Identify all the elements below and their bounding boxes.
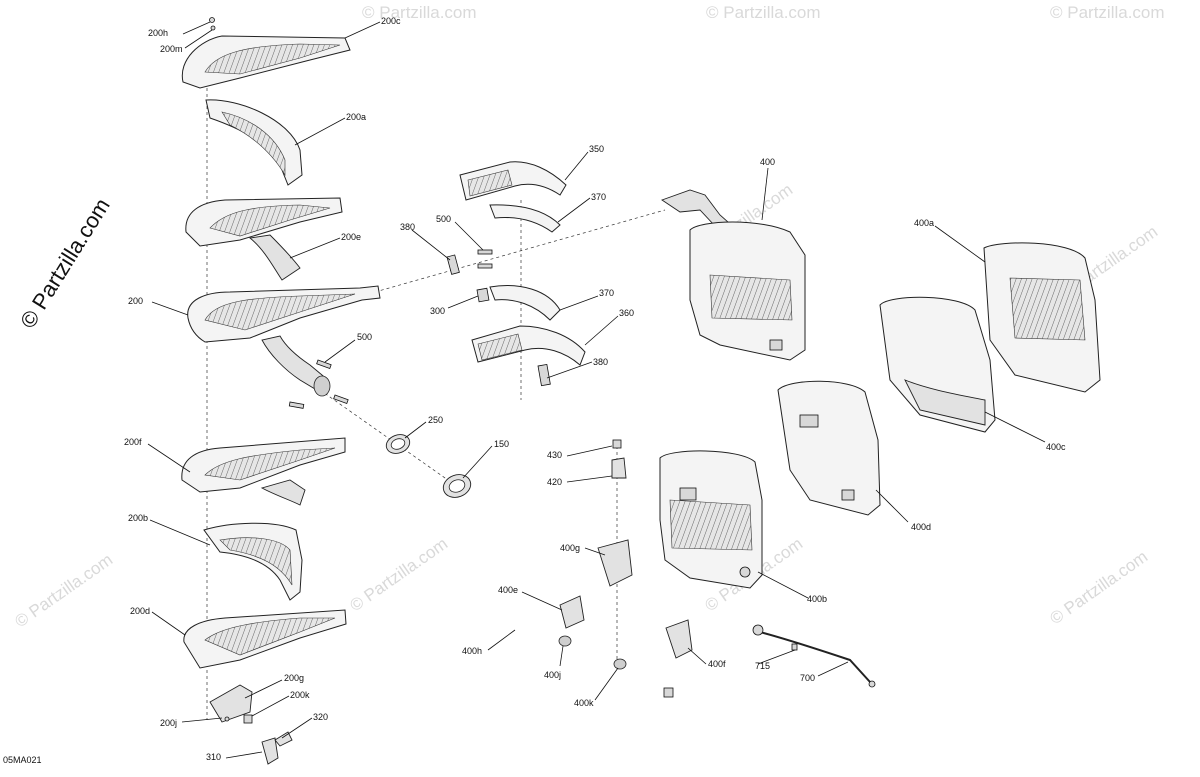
callout-400j: 400j	[544, 670, 561, 680]
heat-shield-200e	[185, 197, 343, 281]
watermark: © Partzilla.com	[11, 550, 116, 631]
callout-200k: 200k	[290, 690, 310, 700]
heat-shield-400c	[879, 296, 996, 433]
callout-400e: 400e	[498, 585, 518, 595]
heat-shield-200c	[181, 17, 351, 89]
callout-715: 715	[755, 661, 770, 671]
watermark: © Partzilla.com	[346, 534, 451, 615]
assembly-guide-line	[374, 209, 666, 293]
callout-380-lower: 380	[593, 357, 608, 367]
heat-shield-200b	[203, 522, 303, 601]
callout-200c: 200c	[381, 16, 401, 26]
callout-200f: 200f	[124, 437, 142, 447]
bracket-200g	[209, 684, 253, 724]
callout-200j: 200j	[160, 718, 177, 728]
muffler-400b	[659, 450, 763, 589]
assembly-guide-line	[319, 389, 456, 486]
clamp-380-lower	[537, 363, 551, 387]
heat-shield-200a	[205, 99, 303, 186]
callout-400a: 400a	[914, 218, 934, 228]
callout-400k: 400k	[574, 698, 594, 708]
diagram-code: 05MA021	[3, 755, 42, 765]
callout-200g: 200g	[284, 673, 304, 683]
watermark: © Partzilla.com	[706, 3, 821, 22]
spring-500-mid	[477, 249, 493, 269]
callout-200e: 200e	[341, 232, 361, 242]
callout-500: 500	[357, 332, 372, 342]
callout-400: 400	[760, 157, 775, 167]
callout-200d: 200d	[130, 606, 150, 616]
leader-lines	[147, 21, 1046, 759]
callout-430: 430	[547, 450, 562, 460]
heat-shield-400a	[983, 242, 1101, 393]
watermark: © Partzilla.com	[362, 3, 477, 22]
callout-400d: 400d	[911, 522, 931, 532]
watermark: © Partzilla.com	[1050, 3, 1165, 22]
heat-shield-350	[459, 161, 567, 201]
callout-150: 150	[494, 439, 509, 449]
callout-380: 380	[400, 222, 415, 232]
bracket-310	[261, 731, 293, 765]
muffler-mount-hardware	[558, 439, 693, 698]
brand-label: © Partzilla.com	[15, 194, 115, 333]
callout-320: 320	[313, 712, 328, 722]
heat-shield-360	[471, 325, 586, 366]
spring-500-group	[288, 359, 349, 409]
callout-400c: 400c	[1046, 442, 1066, 452]
callout-350: 350	[589, 144, 604, 154]
callout-200h: 200h	[148, 28, 168, 38]
watermark: © Partzilla.com	[1046, 547, 1151, 628]
callout-200b: 200b	[128, 513, 148, 523]
callout-labels: 200h 200m 200c 200a 200e 200 500 250 150…	[124, 16, 1066, 762]
callout-420: 420	[547, 477, 562, 487]
callout-310: 310	[206, 752, 221, 762]
heat-shield-400d	[777, 380, 881, 516]
callout-200a: 200a	[346, 112, 366, 122]
sensor-wire-700	[752, 624, 876, 688]
callout-360: 360	[619, 308, 634, 318]
heat-shield-200d	[183, 609, 347, 669]
callout-370: 370	[591, 192, 606, 202]
callout-700: 700	[800, 673, 815, 683]
callout-300: 300	[430, 306, 445, 316]
heat-shield-200f	[181, 437, 346, 506]
heat-shield-370-upper	[489, 204, 561, 233]
heat-shield-370-lower	[489, 285, 561, 321]
callout-370-lower: 370	[599, 288, 614, 298]
clamp-380	[446, 254, 460, 275]
callout-250: 250	[428, 415, 443, 425]
callout-400g: 400g	[560, 543, 580, 553]
muffler-400	[661, 189, 806, 361]
gasket-250	[385, 434, 411, 454]
pipe-clamp-300	[476, 287, 490, 303]
gasket-150	[442, 474, 472, 498]
callout-400h: 400h	[462, 646, 482, 656]
callout-200: 200	[128, 296, 143, 306]
callout-400b: 400b	[807, 594, 827, 604]
callout-500-mid: 500	[436, 214, 451, 224]
callout-400f: 400f	[708, 659, 726, 669]
callout-200m: 200m	[160, 44, 183, 54]
exhaust-pipe-200	[187, 285, 381, 397]
